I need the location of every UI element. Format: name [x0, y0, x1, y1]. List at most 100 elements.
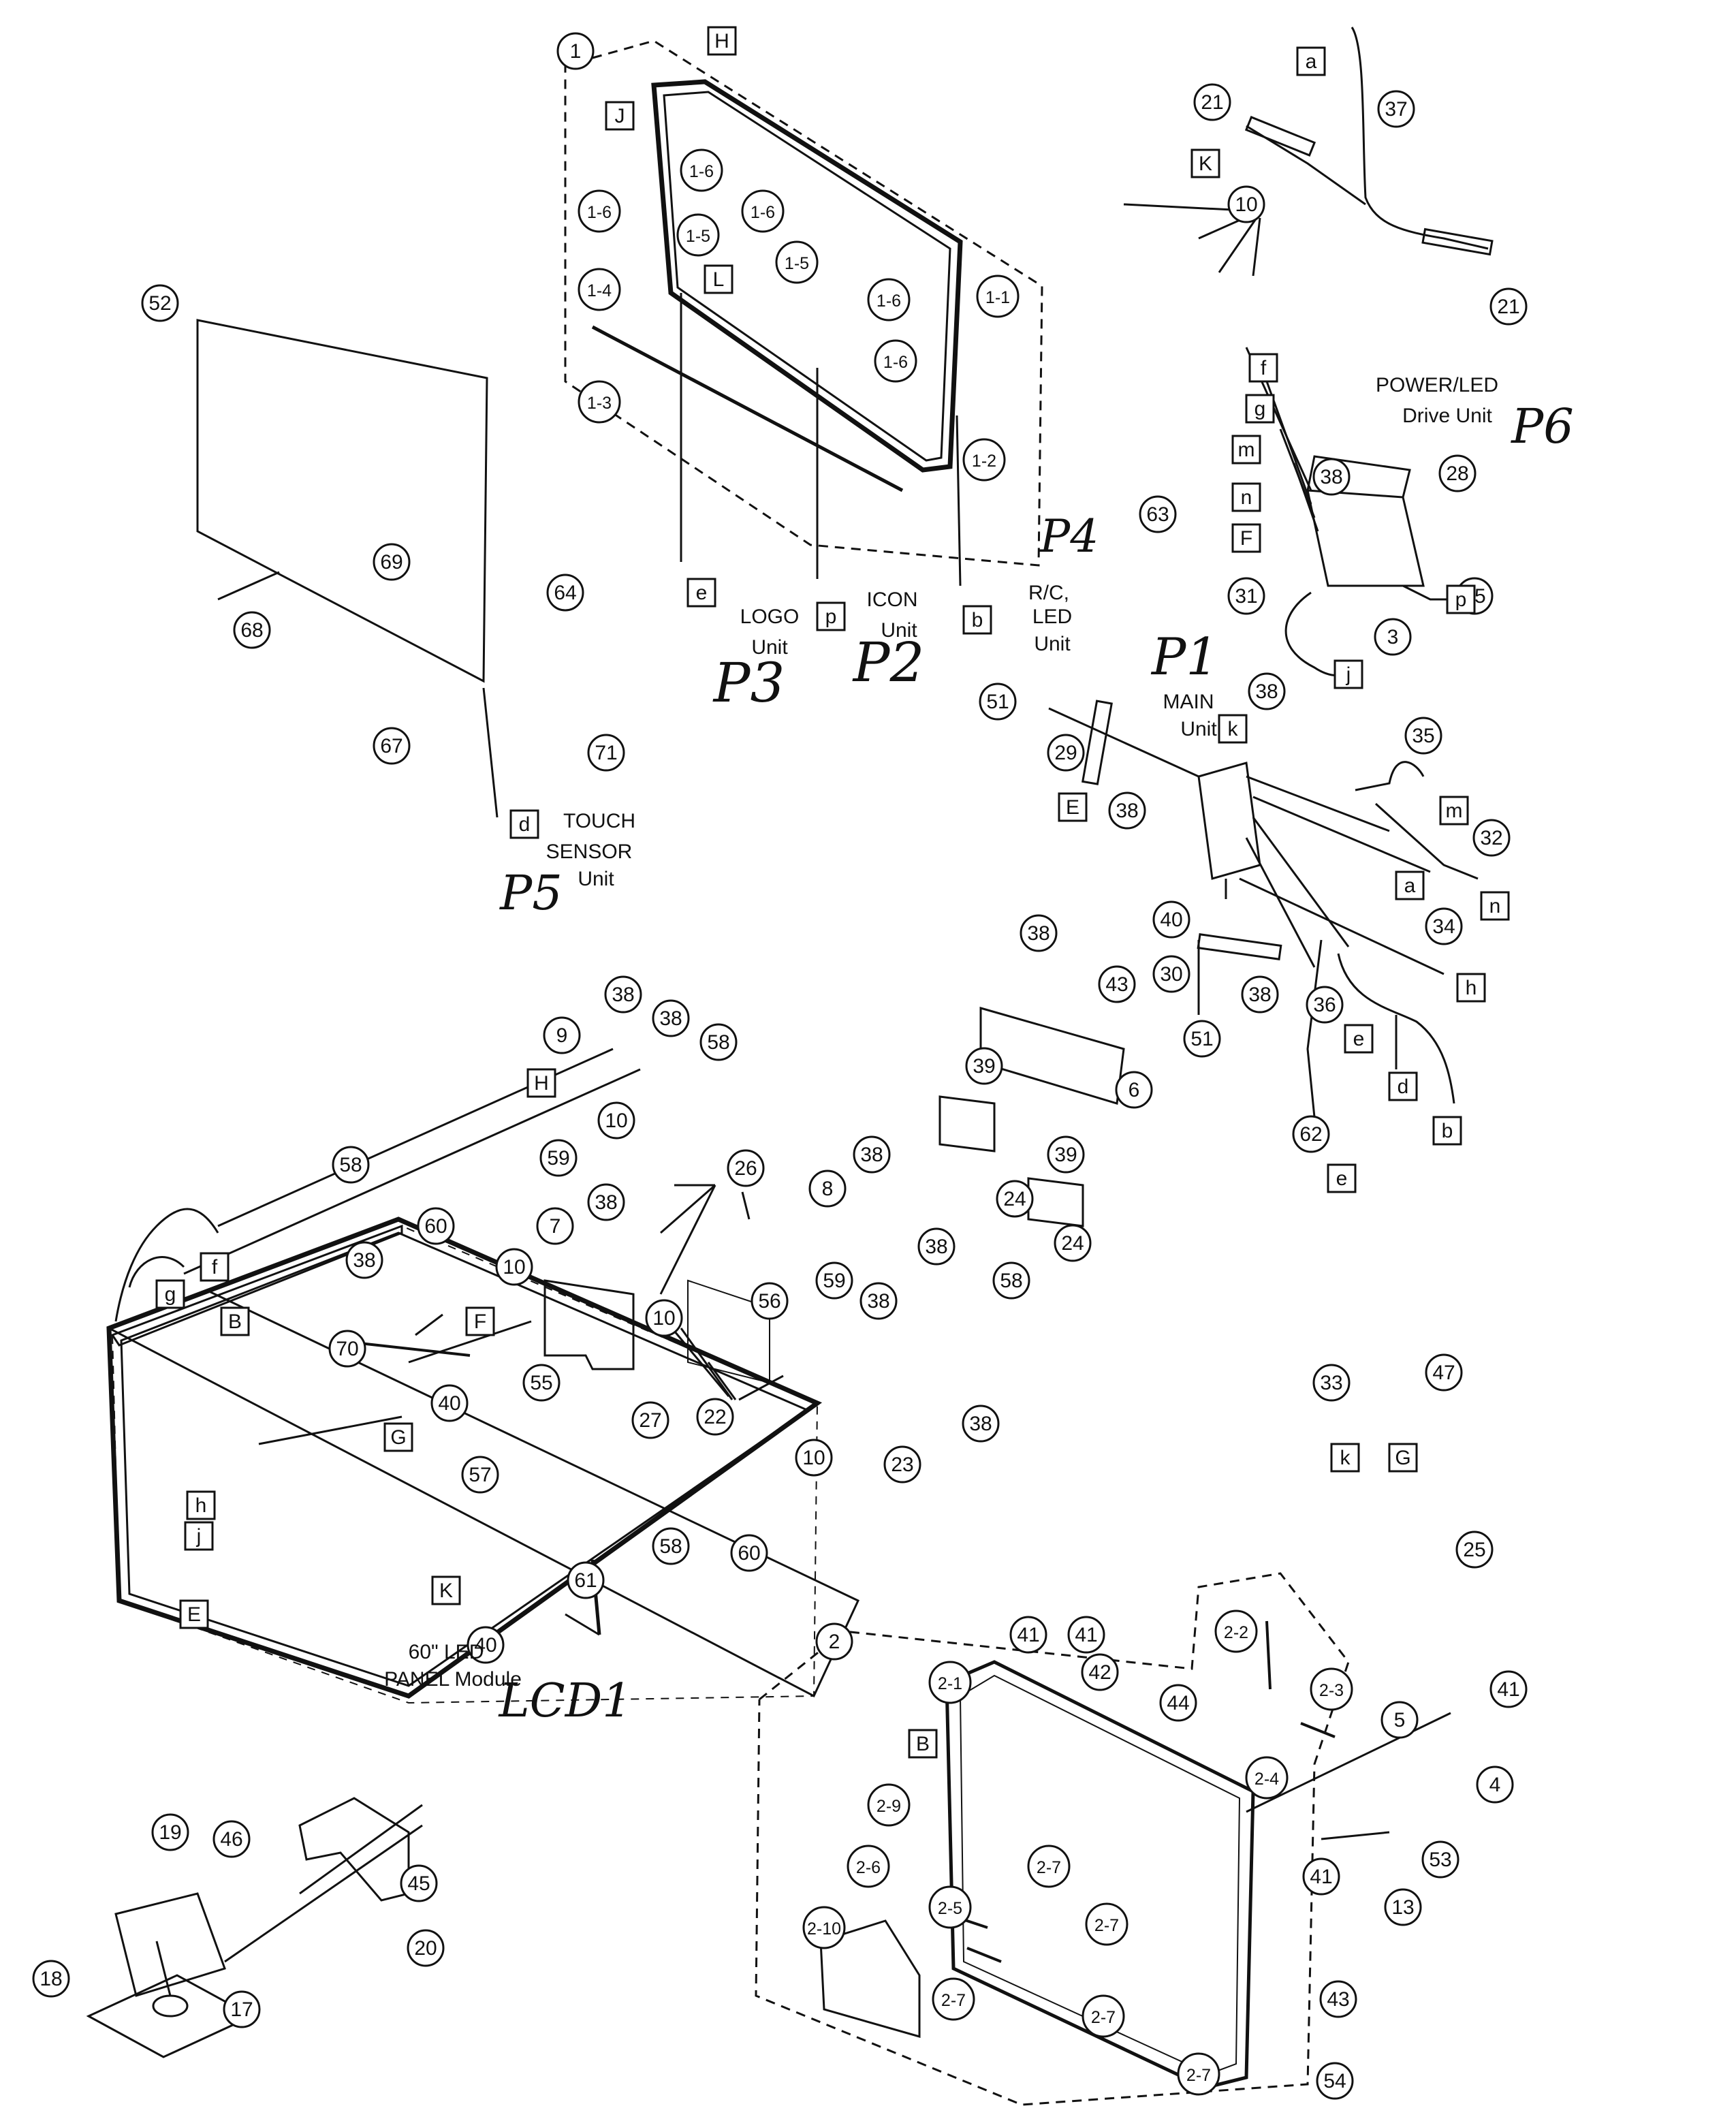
callout-box — [1388, 1071, 1418, 1101]
part-number: 58 — [1000, 1270, 1022, 1292]
connector-callout: f — [200, 1252, 230, 1282]
part-number: 1-5 — [686, 227, 710, 246]
part-number: 1-3 — [587, 394, 612, 413]
connector-letter: E — [187, 1603, 201, 1626]
part-callout: 38 — [345, 1241, 383, 1279]
callout-circle — [652, 999, 690, 1037]
part-number: 38 — [925, 1236, 947, 1258]
connector-letter: h — [1466, 977, 1477, 999]
callout-circle — [631, 1401, 669, 1439]
unit-label: R/C, — [1028, 582, 1069, 604]
part-callout: 20 — [407, 1929, 445, 1967]
unit-label: ICON — [867, 588, 918, 611]
callout-circle — [543, 1016, 581, 1054]
callout-circle — [1476, 1765, 1514, 1804]
callout-circle — [597, 1101, 635, 1140]
connector-letter: m — [1446, 800, 1463, 822]
part-callout: 10 — [645, 1299, 683, 1337]
part-number: 7 — [550, 1215, 561, 1238]
part-callout: 38 — [962, 1404, 1000, 1443]
unit-label: Unit — [578, 868, 614, 890]
connector-letter: j — [1346, 663, 1351, 686]
callout-circle — [883, 1445, 921, 1484]
connector-letter: e — [696, 582, 708, 604]
connector-letter: d — [1398, 1076, 1409, 1098]
part-callout: 71 — [587, 734, 625, 772]
part-callout: 10 — [495, 1248, 533, 1286]
connector-letter: f — [212, 1256, 218, 1278]
connector-callout: g — [1245, 394, 1275, 424]
part-number: 67 — [380, 735, 403, 757]
callout-circle — [932, 1977, 975, 2021]
callout-box — [962, 605, 992, 635]
callout-circle — [1310, 1667, 1353, 1711]
part-callout: 2-3 — [1310, 1667, 1353, 1711]
callout-circle — [1027, 1845, 1071, 1888]
part-number: 10 — [802, 1447, 825, 1469]
callout-circle — [400, 1864, 438, 1902]
callout-box — [704, 264, 733, 294]
part-callout: 39 — [1047, 1135, 1085, 1174]
callout-circle — [1302, 1857, 1340, 1896]
connector-callout: k — [1218, 714, 1248, 744]
callout-box — [431, 1575, 461, 1605]
connector-callout: e — [1327, 1163, 1357, 1193]
part-number: 13 — [1391, 1896, 1414, 1919]
callout-circle — [965, 1047, 1003, 1085]
connector-letter: g — [1254, 398, 1266, 420]
unit-label: Drive Unit — [1402, 405, 1492, 427]
connector-letter: p — [1455, 588, 1467, 611]
callout-circle — [808, 1170, 847, 1208]
part-number: 58 — [339, 1154, 362, 1176]
callout-circle — [539, 1139, 578, 1177]
part-callout: 38 — [1020, 914, 1058, 952]
callout-circle — [1438, 454, 1477, 492]
part-callout: 37 — [1377, 90, 1415, 128]
part-number: 39 — [1054, 1144, 1077, 1166]
part-number: 22 — [704, 1406, 726, 1428]
unit-label: LED — [1032, 606, 1072, 628]
part-callout: 68 — [233, 611, 271, 649]
callout-circle — [1177, 2052, 1220, 2096]
callout-circle — [1139, 495, 1177, 533]
callout-circle — [578, 189, 621, 233]
part-number: 54 — [1323, 2070, 1346, 2092]
unit-label: LOGO — [740, 606, 800, 628]
part-callout: 64 — [546, 574, 584, 612]
connector-callout: b — [1432, 1116, 1462, 1146]
part-number: 70 — [336, 1338, 358, 1360]
callout-circle — [1067, 1616, 1105, 1654]
part-callout: 2-2 — [1214, 1610, 1258, 1653]
part-callout: 2-5 — [928, 1885, 972, 1929]
callout-circle — [645, 1299, 683, 1337]
callout-box — [1231, 523, 1261, 553]
part-number: 21 — [1497, 296, 1519, 318]
part-number: 20 — [414, 1937, 437, 1960]
part-callout: 42 — [1081, 1653, 1119, 1691]
callout-circle — [1380, 1701, 1419, 1739]
part-callout: 10 — [597, 1101, 635, 1140]
callout-circle — [1214, 1610, 1258, 1653]
callout-circle — [1455, 1531, 1494, 1569]
part-number: 23 — [891, 1454, 913, 1476]
connector-letter: H — [534, 1072, 549, 1095]
callout-circle — [874, 339, 917, 383]
connector-letter: B — [916, 1733, 930, 1755]
callout-circle — [1047, 1135, 1085, 1174]
part-number: 1 — [570, 40, 582, 63]
part-number: 62 — [1299, 1123, 1322, 1146]
part-number: 2-9 — [877, 1797, 901, 1816]
part-callout: 41 — [1302, 1857, 1340, 1896]
part-callout: 29 — [1047, 734, 1085, 772]
part-number: 38 — [1320, 466, 1342, 488]
part-callout: 61 — [567, 1561, 605, 1599]
callout-circle — [212, 1820, 251, 1858]
part-number: 38 — [1248, 984, 1271, 1006]
part-callout: 26 — [727, 1149, 765, 1187]
callout-box — [383, 1422, 413, 1452]
part-number: 63 — [1146, 503, 1169, 526]
connector-letter: H — [714, 30, 729, 52]
part-number: 2-10 — [807, 1919, 841, 1939]
callout-circle — [1472, 819, 1511, 857]
